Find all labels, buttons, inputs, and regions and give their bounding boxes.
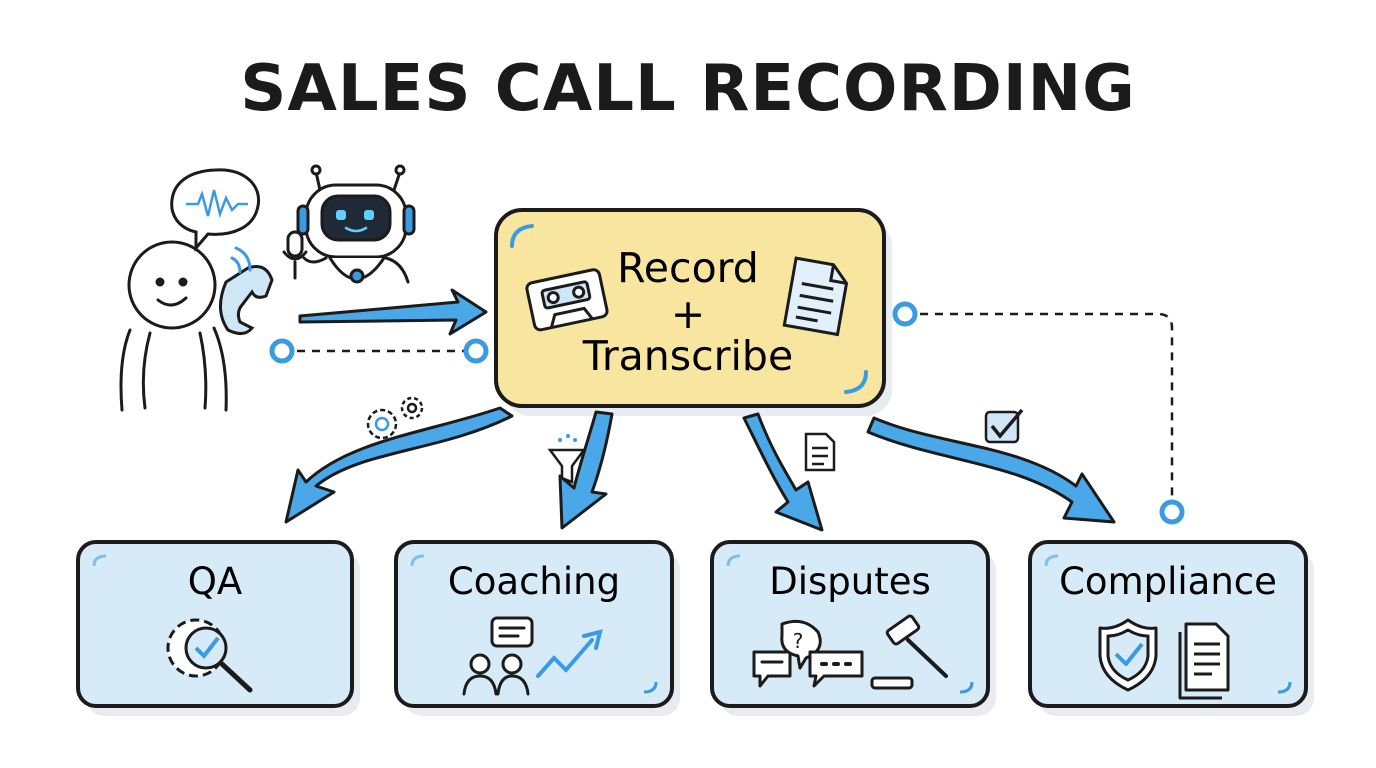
gears-icon [366,396,424,440]
small-document-icon [804,432,836,472]
page-title: SALES CALL RECORDING [240,52,1136,126]
input-arrow [298,288,488,336]
people-chart-icon [462,616,603,696]
arrow-to-disputes [742,412,824,532]
record-transcribe-box: Record + Transcribe [494,208,892,416]
gear-magnifier-check-icon [166,618,253,693]
funnel-icon [547,434,587,484]
output-box-qa: QA [76,540,360,716]
arrow-to-compliance [866,416,1116,524]
center-label-line1: Record [617,244,759,292]
branch-arrows [284,406,1116,532]
speech-bubble-icon [170,168,261,253]
chat-gavel-icon: ? [752,614,948,690]
shield-document-icon [1098,618,1230,700]
output-label-coaching: Coaching [448,560,620,603]
checkbox-icon [984,408,1024,444]
output-label-qa: QA [188,560,242,603]
arrow-to-coaching [558,410,614,530]
caller-person-icon [119,240,274,412]
center-label-line3: Transcribe [582,332,793,380]
output-box-compliance: Compliance [1028,540,1314,716]
robot-assistant-icon [282,164,416,284]
cassette-tape-icon [525,268,609,332]
output-box-coaching: Coaching [394,540,680,716]
compliance-dashed-connector [892,301,1185,525]
output-label-compliance: Compliance [1059,560,1277,603]
svg-text:?: ? [793,629,804,653]
transcript-document-icon [782,256,849,337]
center-label-line2: + [671,290,705,338]
arrow-to-qa [284,406,514,524]
output-label-disputes: Disputes [769,560,931,603]
output-box-disputes: Disputes ? [710,540,996,716]
